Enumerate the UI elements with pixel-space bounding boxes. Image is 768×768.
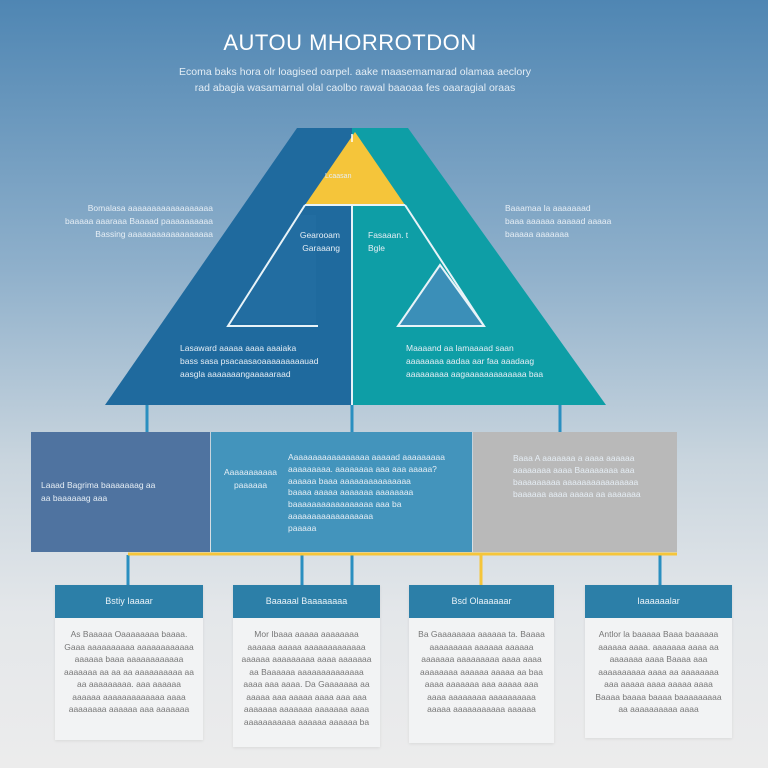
pyramid-right-half — [352, 128, 606, 405]
pyramid-left-half — [105, 128, 352, 405]
right-inner-triangle — [396, 263, 486, 327]
pyramid-apex — [305, 132, 405, 205]
subtitle-line-2: rad abagia wasamarnal olal caolbo rawal … — [194, 82, 516, 94]
subtitle-line-1: Ecoma baks hora olr loagised oarpel. aak… — [179, 66, 531, 78]
left-inner-triangle — [226, 204, 318, 327]
apex-label: Lcaasan — [325, 173, 352, 180]
infographic-title: AUTOU MHORROTDON — [223, 30, 477, 55]
